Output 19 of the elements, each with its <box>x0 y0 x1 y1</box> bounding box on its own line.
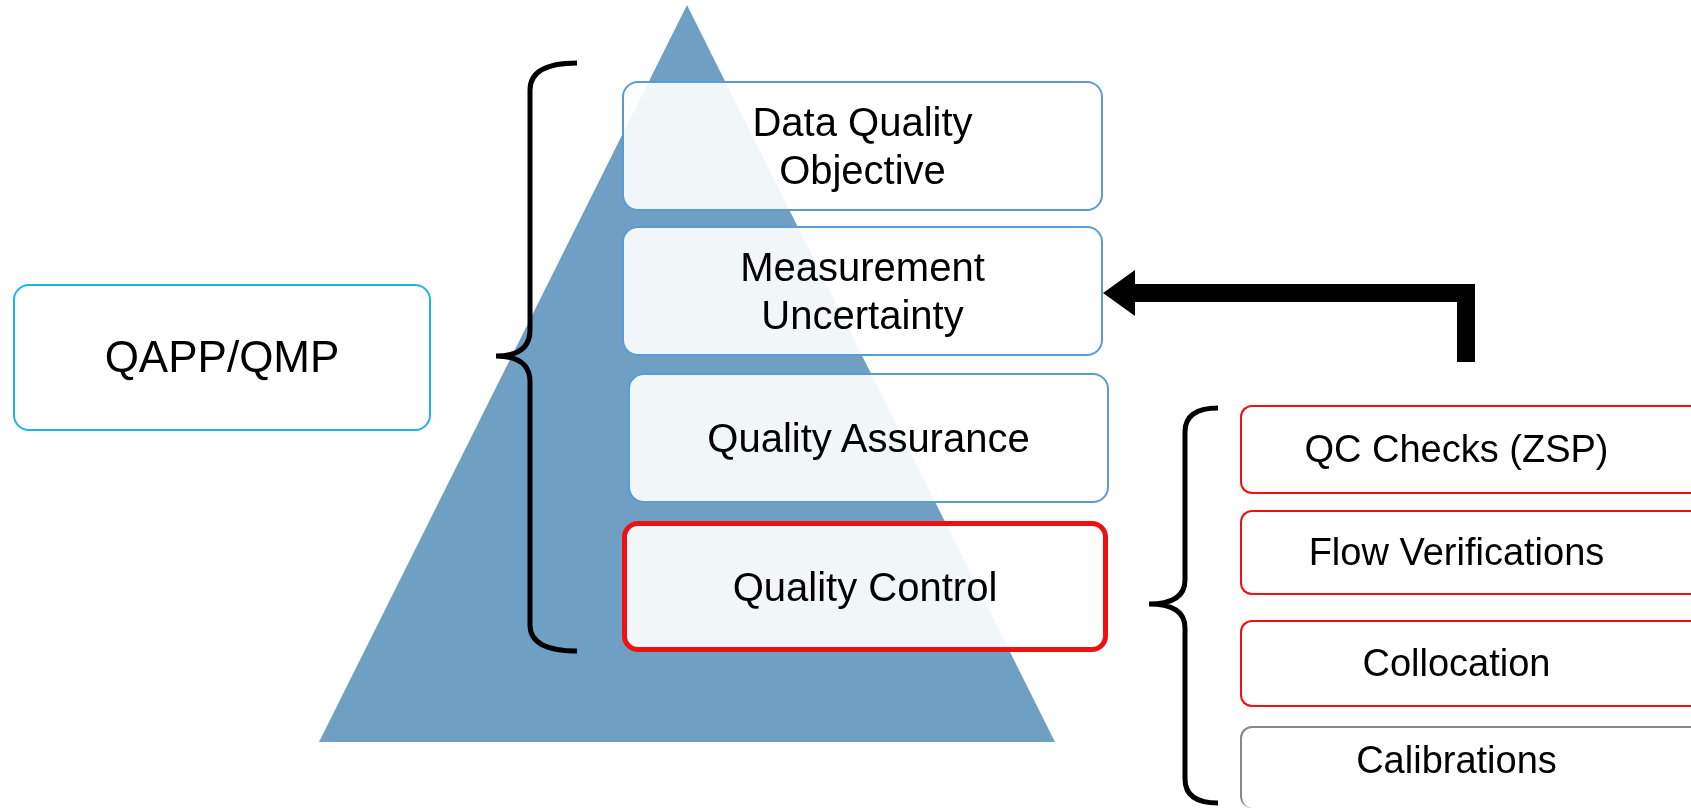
box-label: QC Checks (ZSP) <box>1304 426 1609 472</box>
box-label: Measurement Uncertainty <box>739 244 986 339</box>
box-label: Calibrations <box>1356 738 1557 783</box>
box-label: Collocation <box>1362 640 1551 686</box>
rounded-box <box>13 284 431 431</box>
rounded-box <box>628 373 1109 503</box>
rounded-box <box>1240 726 1691 808</box>
box-label: QAPP/QMP <box>104 331 340 384</box>
box-label: Quality Control <box>732 563 998 611</box>
arrow <box>1103 270 1475 362</box>
rounded-box <box>1240 620 1691 707</box>
rounded-box <box>1240 405 1691 494</box>
rounded-box <box>622 226 1103 356</box>
box-label: Data Quality Objective <box>751 99 974 194</box>
box-label: Flow Verifications <box>1308 529 1605 575</box>
rounded-box <box>622 81 1103 211</box>
rounded-box <box>622 521 1108 652</box>
box-label: Quality Assurance <box>707 415 1030 462</box>
rounded-box <box>1240 510 1691 595</box>
